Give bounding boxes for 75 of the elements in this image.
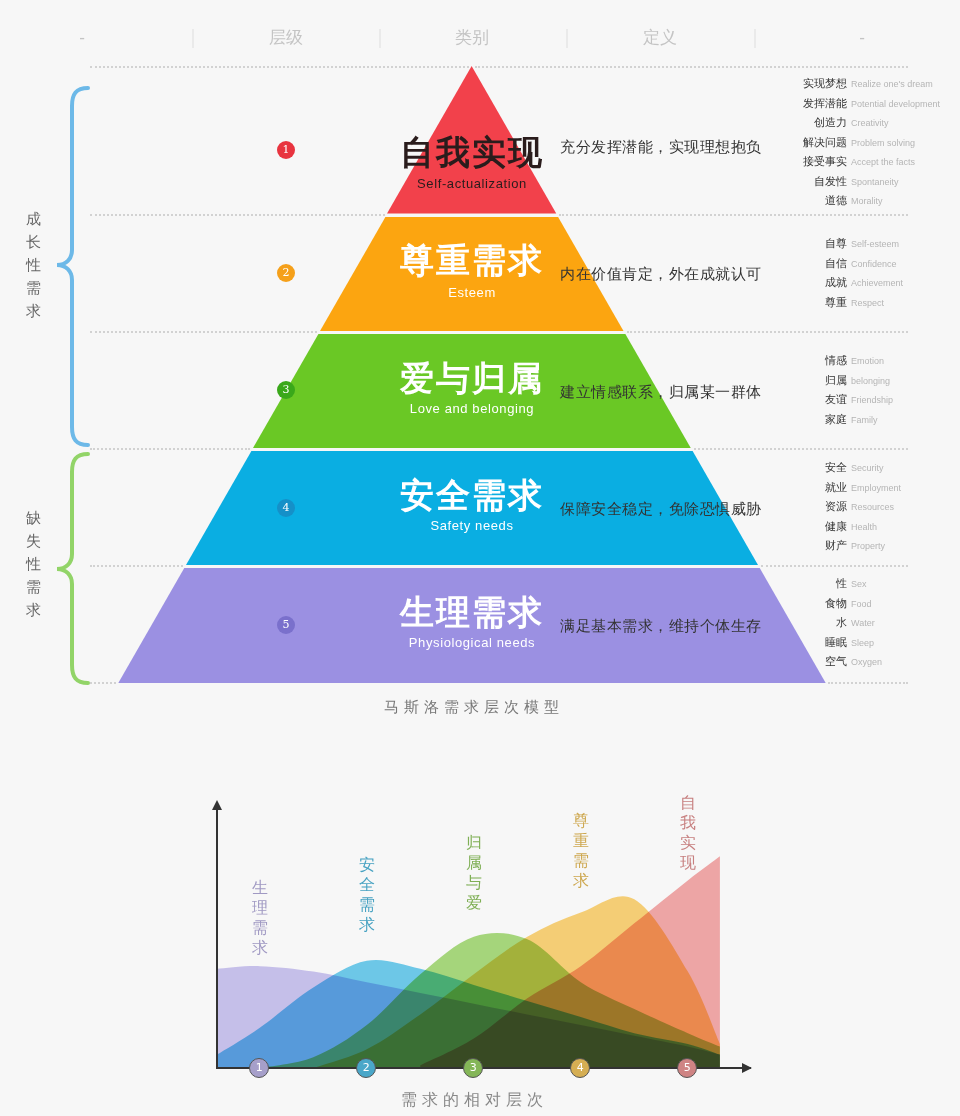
keyword: 自信 (825, 256, 847, 271)
tier-subtitle: Love and belonging (409, 401, 535, 417)
tier-title: 生理需求 (400, 591, 544, 633)
keyword: 空气 (825, 655, 847, 669)
keyword: 自尊 (825, 237, 847, 251)
keyword: 安全 (825, 461, 847, 475)
keyword: 健康 (825, 519, 847, 534)
group-label: 缺失性需求 (25, 507, 41, 620)
curve-label: 归属与爱 (465, 833, 483, 913)
keyword-translation: Security (851, 462, 884, 474)
keyword-translation: Respect (851, 297, 885, 308)
curve-label: 安全需求 (358, 855, 376, 935)
keyword: 归属 (825, 373, 847, 388)
keyword-translation: Resources (851, 501, 895, 513)
pyramid-tier (118, 567, 826, 683)
keyword-translation: Water (851, 617, 875, 629)
tier-definition: 满足基本需求，维持个体生存 (560, 617, 762, 635)
keyword: 家庭 (825, 412, 847, 427)
tier-subtitle: Esteem (448, 285, 496, 301)
keyword: 创造力 (814, 116, 847, 130)
keyword: 情感 (825, 354, 847, 368)
keyword-translation: Employment (851, 482, 902, 493)
tier-subtitle: Physiological needs (408, 635, 536, 651)
keyword-translation: Problem solving (851, 137, 916, 148)
keyword-translation: Oxygen (851, 656, 883, 668)
keyword: 成就 (825, 276, 847, 290)
keyword: 资源 (825, 500, 847, 514)
keyword: 友谊 (825, 393, 847, 407)
tier-subtitle: Safety needs (430, 518, 514, 534)
keyword-translation: Self-esteem (851, 238, 900, 250)
level-number: 2 (277, 264, 295, 282)
keyword-translation: Health (851, 521, 877, 532)
keyword-translation: Spontaneity (851, 176, 899, 187)
tier-title: 安全需求 (400, 474, 544, 516)
keyword: 解决问题 (803, 135, 847, 150)
tier-definition: 建立情感联系，归属某一群体 (560, 383, 762, 401)
keyword: 接受事实 (803, 155, 847, 169)
axis-title: 需求的相对层次 (400, 1090, 548, 1110)
keyword: 就业 (825, 480, 847, 495)
tier-definition: 内在价值肯定，外在成就认可 (560, 265, 762, 283)
column-header: - (859, 27, 865, 49)
keyword-translation: Food (851, 598, 872, 609)
column-header: - (79, 27, 85, 49)
group-label: 成长性需求 (25, 208, 41, 321)
keyword: 自发性 (814, 174, 847, 189)
level-number: 1 (277, 141, 295, 159)
keyword: 财产 (825, 539, 847, 553)
caption: 马斯洛需求层次模型 (384, 698, 564, 716)
keyword-translation: Achievement (851, 277, 904, 289)
curve-label: 自我实现 (679, 793, 697, 873)
curve-label: 生理需求 (251, 878, 269, 958)
keyword: 实现梦想 (803, 77, 847, 91)
keyword: 发挥潜能 (803, 96, 847, 111)
keyword-translation: Sex (851, 578, 867, 590)
tier-definition: 充分发挥潜能，实现理想抱负 (560, 138, 762, 156)
tier-title: 尊重需求 (400, 239, 544, 281)
keyword: 尊重 (825, 295, 847, 310)
level-number: 3 (277, 381, 295, 399)
tier-subtitle: Self-actualization (417, 176, 527, 192)
keyword: 睡眠 (825, 635, 847, 650)
keyword: 道德 (825, 194, 847, 208)
keyword-translation: Confidence (851, 258, 897, 269)
keyword-translation: Family (851, 414, 878, 425)
tier-title: 爱与归属 (400, 357, 544, 399)
keyword-translation: Friendship (851, 394, 894, 406)
keyword-translation: Property (851, 540, 885, 552)
keyword: 食物 (825, 596, 847, 611)
keyword-translation: Emotion (851, 355, 885, 367)
keyword-translation: Potential development (851, 98, 941, 109)
keyword: 性 (836, 577, 847, 591)
keyword: 水 (836, 616, 847, 630)
curve-label: 尊重需求 (572, 811, 590, 891)
keyword-translation: Morality (851, 195, 883, 207)
keyword-translation: belonging (851, 375, 891, 386)
keyword-translation: Creativity (851, 117, 889, 129)
